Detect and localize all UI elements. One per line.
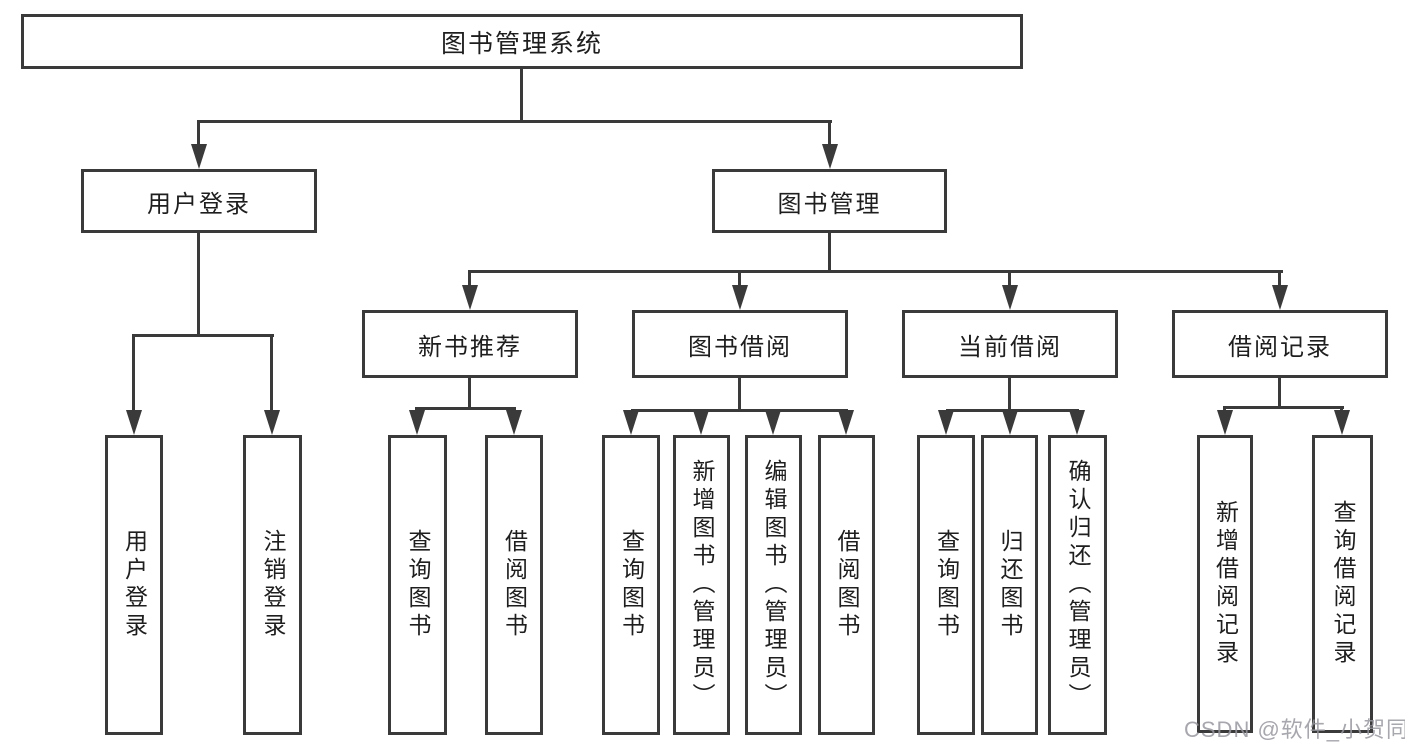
- leaf-borrow-books-recommend: 借阅图书: [485, 435, 543, 735]
- leaf-return-books: 归还图书: [981, 435, 1038, 735]
- arrow-down-icon: [462, 285, 478, 310]
- connector-mgmt-drop: [828, 233, 831, 272]
- arrow-down-icon: [409, 410, 425, 435]
- node-new-book-recommend-label: 新书推荐: [418, 333, 522, 361]
- csdn-watermark: CSDN @软件_小贺同学: [1184, 717, 1405, 742]
- leaf-user-login-label: 用户登录: [121, 529, 148, 641]
- arrow-down-icon: [191, 144, 207, 169]
- leaf-confirm-return-admin: 确认归还（管理员）: [1048, 435, 1107, 735]
- leaf-borrow-books: 借阅图书: [818, 435, 875, 735]
- node-new-book-recommend: 新书推荐: [362, 310, 578, 378]
- node-current-borrow-label: 当前借阅: [958, 333, 1062, 361]
- arrow-down-icon: [623, 410, 639, 435]
- connector-recommend-bar: [417, 407, 516, 410]
- arrow-down-icon: [1272, 285, 1288, 310]
- leaf-query-books-current-label: 查询图书: [933, 529, 960, 641]
- connector-login-bar: [134, 334, 274, 337]
- connector-borrow-drop: [738, 377, 741, 410]
- leaf-query-borrow-record: 查询借阅记录: [1312, 435, 1373, 733]
- connector-current-drop: [1008, 377, 1011, 410]
- node-borrow-records: 借阅记录: [1172, 310, 1388, 378]
- leaf-edit-book-admin-label: 编辑图书（管理员）: [761, 459, 787, 711]
- leaf-logout: 注销登录: [243, 435, 302, 735]
- leaf-edit-book-admin: 编辑图书（管理员）: [745, 435, 802, 735]
- connector-shaft-leaf: [1223, 406, 1226, 413]
- connector-shaft-book-management: [828, 120, 831, 147]
- node-book-management: 图书管理: [712, 169, 947, 233]
- connector-recommend-drop: [468, 377, 471, 408]
- leaf-add-borrow-record: 新增借阅记录: [1197, 435, 1253, 733]
- arrow-down-icon: [1002, 410, 1018, 435]
- connector-shaft-leaf: [132, 334, 135, 413]
- node-book-management-label: 图书管理: [777, 190, 882, 218]
- connector-records-bar: [1225, 406, 1344, 409]
- connector-borrow-bar: [631, 409, 848, 412]
- node-current-borrow: 当前借阅: [902, 310, 1118, 378]
- leaf-borrow-books-recommend-label: 借阅图书: [501, 529, 528, 641]
- connector-login-drop: [197, 233, 200, 335]
- arrow-down-icon: [1069, 410, 1085, 435]
- arrow-down-icon: [938, 410, 954, 435]
- node-root-library-system: 图书管理系统: [21, 14, 1023, 69]
- connector-shaft-new-book: [468, 270, 471, 288]
- leaf-query-books-current: 查询图书: [917, 435, 975, 735]
- leaf-add-book-admin: 新增图书（管理员）: [673, 435, 730, 735]
- arrow-down-icon: [1217, 410, 1233, 435]
- arrow-down-icon: [506, 410, 522, 435]
- leaf-return-books-label: 归还图书: [997, 529, 1023, 641]
- connector-shaft-leaf: [270, 334, 273, 413]
- node-user-login: 用户登录: [81, 169, 317, 233]
- connector-root-bar: [199, 120, 832, 123]
- arrow-down-icon: [822, 144, 838, 169]
- connector-shaft-current-borrow: [1008, 270, 1011, 288]
- leaf-add-borrow-record-label: 新增借阅记录: [1212, 500, 1239, 668]
- node-book-borrow: 图书借阅: [632, 310, 848, 378]
- connector-shaft-leaf: [1340, 406, 1343, 413]
- leaf-query-books-recommend: 查询图书: [388, 435, 447, 735]
- arrow-down-icon: [1334, 410, 1350, 435]
- leaf-query-borrow-record-label: 查询借阅记录: [1330, 500, 1356, 668]
- leaf-add-book-admin-label: 新增图书（管理员）: [689, 459, 715, 711]
- connector-mgmt-bar: [470, 270, 1283, 273]
- arrow-down-icon: [1002, 285, 1018, 310]
- leaf-borrow-books-label: 借阅图书: [834, 529, 860, 641]
- connector-shaft-borrow-records: [1278, 270, 1281, 288]
- leaf-query-books-borrow-label: 查询图书: [618, 529, 645, 641]
- arrow-down-icon: [732, 285, 748, 310]
- arrow-down-icon: [765, 410, 781, 435]
- arrow-down-icon: [264, 410, 280, 435]
- arrow-down-icon: [126, 410, 142, 435]
- node-root-label: 图书管理系统: [440, 29, 603, 58]
- leaf-query-books-borrow: 查询图书: [602, 435, 660, 735]
- node-borrow-records-label: 借阅记录: [1228, 333, 1332, 361]
- connector-root-drop: [520, 69, 523, 122]
- arrow-down-icon: [693, 410, 709, 435]
- connector-shaft-book-borrow: [738, 270, 741, 288]
- leaf-query-books-recommend-label: 查询图书: [405, 529, 431, 641]
- leaf-user-login: 用户登录: [105, 435, 163, 735]
- arrow-down-icon: [838, 410, 854, 435]
- connector-shaft-user-login: [197, 120, 200, 147]
- node-user-login-label: 用户登录: [147, 190, 251, 218]
- connector-records-drop: [1278, 377, 1281, 408]
- leaf-confirm-return-admin-label: 确认归还（管理员）: [1065, 459, 1091, 711]
- leaf-logout-label: 注销登录: [260, 529, 286, 641]
- node-book-borrow-label: 图书借阅: [688, 333, 792, 361]
